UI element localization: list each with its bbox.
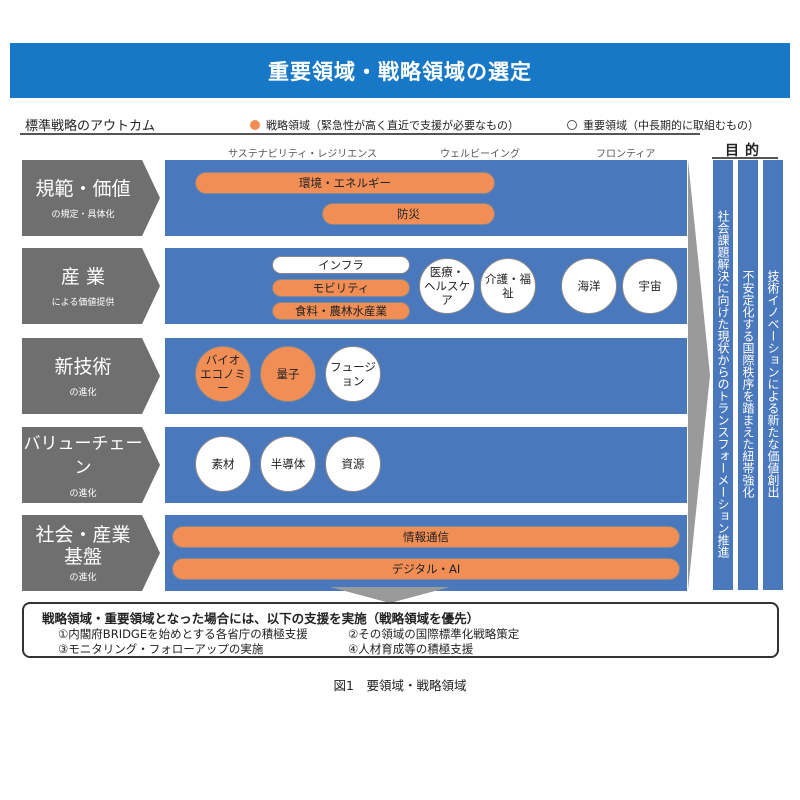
row-label-main: 規範・価値 <box>35 177 131 200</box>
pill-infrastructure: インフラ <box>272 256 410 274</box>
column-header-wellbeing: ウェルビーイング <box>440 149 520 160</box>
support-box: 戦略領域・重要領域となった場合には、以下の支援を実施（戦略領域を優先） ①内閣府… <box>22 602 779 658</box>
orange-circle-icon <box>250 120 260 130</box>
legend-important: 重要領域（中長期的に取組むもの） <box>567 117 759 133</box>
column-header-frontier: フロンティア <box>596 149 656 160</box>
figure-caption: 図1 要領域・戦略領域 <box>333 678 467 693</box>
circle-label: バイオ エコノミー <box>200 353 246 395</box>
purpose-divider <box>712 157 778 159</box>
right-arrow-icon <box>688 160 710 590</box>
row-label-sub: の進化 <box>69 488 97 499</box>
row-band-new-tech <box>165 338 687 414</box>
outcome-label: 標準戦略のアウトカム <box>25 119 156 134</box>
support-item: ②その領域の国際標準化戦略策定 <box>348 627 520 641</box>
legend-strategic: 戦略領域（緊急性が高く直近で支援が必要なもの） <box>250 117 519 133</box>
goal-transformation: 社会課題解決に向けた現状からのトランスフォーメーション推進 <box>713 160 733 590</box>
circle-medical-healthcare: 医療・ ヘルスケア <box>419 258 475 314</box>
down-arrow-icon <box>330 587 450 603</box>
pill-information-communication: 情報通信 <box>172 526 680 548</box>
row-label-main: 新技術 <box>54 355 112 378</box>
pill-environment-energy: 環境・エネルギー <box>195 172 495 194</box>
row-band-value-chain <box>165 427 687 503</box>
diagram-title: 重要領域・戦略領域の選定 <box>10 43 790 98</box>
column-header-sustainability: サステナビリティ・レジリエンス <box>228 149 377 160</box>
support-item: ③モニタリング・フォローアップの実施 <box>58 642 264 656</box>
circle-materials: 素材 <box>195 436 251 492</box>
row-label-industry: 産 業 による価値提供 <box>22 248 160 324</box>
circle-fusion: フュージョン <box>325 346 381 402</box>
support-item: ①内閣府BRIDGEを始めとする各省庁の積極支援 <box>58 627 308 641</box>
row-label-sub: の進化 <box>69 387 97 398</box>
circle-semiconductor: 半導体 <box>260 436 316 492</box>
row-label-new-tech: 新技術 の進化 <box>22 338 160 414</box>
circle-nursing-welfare: 介護・福祉 <box>480 258 536 314</box>
circle-bioeconomy: バイオ エコノミー <box>195 346 251 402</box>
legend-important-label: 重要領域（中長期的に取組むもの） <box>583 119 759 132</box>
row-label-sub: の規定・具体化 <box>51 209 115 220</box>
row-label-value-chain: バリューチェーン の進化 <box>22 427 160 503</box>
goal-international-ties: 不安定化する国際秩序を踏まえた紐帯強化 <box>738 160 758 590</box>
legend-strategic-label: 戦略領域（緊急性が高く直近で支援が必要なもの） <box>266 119 519 132</box>
row-label-main: バリューチェーン <box>23 433 143 478</box>
row-label-main: 産 業 <box>60 265 106 288</box>
pill-disaster-prevention: 防災 <box>322 203 495 225</box>
circle-space: 宇宙 <box>622 258 678 314</box>
circle-resources: 資源 <box>325 436 381 492</box>
white-circle-icon <box>567 120 577 130</box>
row-label-infrastructure: 社会・産業 基盤 の進化 <box>22 515 160 591</box>
row-label-main: 社会・産業 基盤 <box>35 523 131 568</box>
purpose-header: 目的 <box>725 143 765 159</box>
circle-label: 医療・ ヘルスケア <box>424 265 470 307</box>
circle-quantum: 量子 <box>260 346 316 402</box>
row-label-sub: の進化 <box>69 572 97 583</box>
row-label-norms: 規範・価値 の規定・具体化 <box>22 160 160 236</box>
circle-ocean: 海洋 <box>561 258 617 314</box>
pill-mobility: モビリティ <box>272 279 410 297</box>
pill-food-agriculture: 食料・農林水産業 <box>272 302 410 320</box>
header-divider <box>20 133 700 135</box>
pill-digital-ai: デジタル・AI <box>172 558 680 580</box>
support-item: ④人材育成等の積極支援 <box>348 642 474 656</box>
goal-innovation-value: 技術イノベーションによる新たな価値創出 <box>763 160 783 590</box>
support-heading: 戦略領域・重要領域となった場合には、以下の支援を実施（戦略領域を優先） <box>42 611 480 626</box>
row-label-sub: による価値提供 <box>51 297 115 308</box>
